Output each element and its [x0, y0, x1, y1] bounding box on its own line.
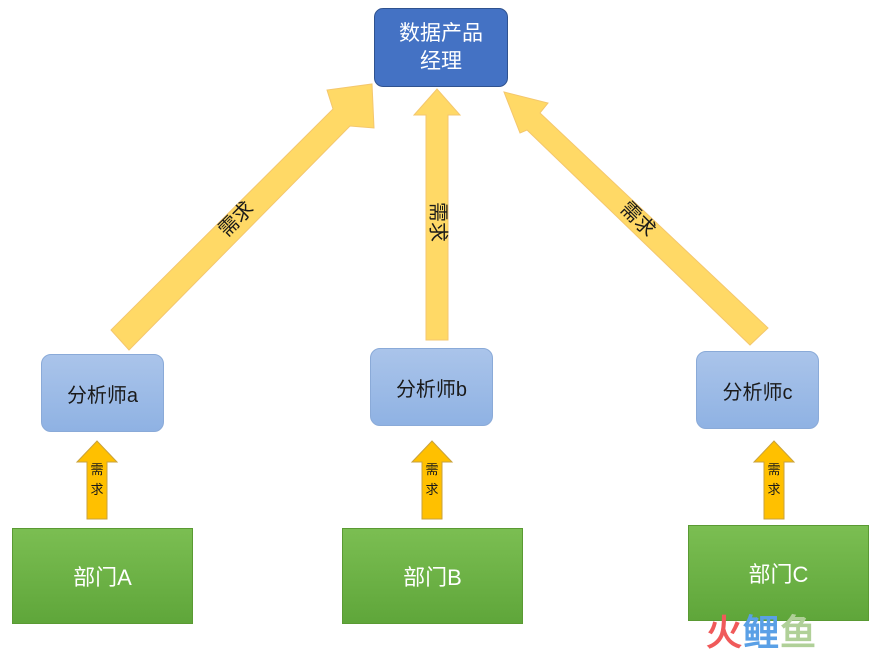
- arrow-analyst-a-to-manager-shape: [110, 83, 375, 351]
- arrow-dept-b-label-1: 需求: [425, 462, 438, 497]
- watermark-part-1: 火: [706, 612, 744, 653]
- analyst-a-node: 分析师a: [41, 354, 164, 432]
- department-b-label: 部门B: [403, 565, 462, 590]
- department-b-node: 部门B: [342, 528, 523, 624]
- department-a-label: 部门A: [73, 565, 132, 590]
- analyst-b-node: 分析师b: [370, 348, 493, 426]
- arrow-analyst-b-label: 需求: [427, 202, 450, 242]
- arrow-analyst-c-to-manager-shape: [503, 91, 769, 346]
- arrow-dept-b-to-analyst-b-shape: [410, 440, 454, 520]
- data-product-manager-line2: 经理: [420, 49, 462, 73]
- watermark-part-3: 鱼: [780, 612, 818, 653]
- arrow-dept-a-label-1: 需求: [90, 462, 103, 497]
- analyst-c-label: 分析师c: [722, 381, 793, 404]
- arrow-dept-c-to-analyst-c-shape: [752, 440, 796, 520]
- arrow-dept-c-label-1: 需求: [767, 462, 780, 497]
- watermark-logo: 火鲤鱼: [706, 604, 817, 656]
- data-product-manager-text: 数据产品 经理: [399, 20, 483, 76]
- watermark-part-2: 鲤: [743, 612, 781, 653]
- data-product-manager-line1: 数据产品: [399, 21, 483, 45]
- data-product-manager-node: 数据产品 经理: [374, 8, 508, 87]
- department-c-label: 部门C: [748, 562, 809, 587]
- arrow-analyst-a-to-manager: 需求: [110, 83, 375, 351]
- department-c-node: 部门C: [688, 525, 869, 621]
- arrow-dept-b-to-analyst-b: 需求: [410, 440, 454, 520]
- analyst-b-label: 分析师b: [395, 378, 468, 401]
- arrow-dept-c-to-analyst-c: 需求: [752, 440, 796, 520]
- department-a-node: 部门A: [12, 528, 193, 624]
- arrow-analyst-b-to-manager: 需求: [412, 88, 462, 341]
- analyst-c-node: 分析师c: [696, 351, 819, 429]
- analyst-a-label: 分析师a: [66, 384, 139, 407]
- arrow-analyst-c-to-manager: 需求: [503, 91, 769, 346]
- arrow-dept-a-to-analyst-a: 需求: [75, 440, 119, 520]
- arrow-dept-a-to-analyst-a-shape: [75, 440, 119, 520]
- arrow-analyst-b-to-manager-shape: [412, 88, 462, 341]
